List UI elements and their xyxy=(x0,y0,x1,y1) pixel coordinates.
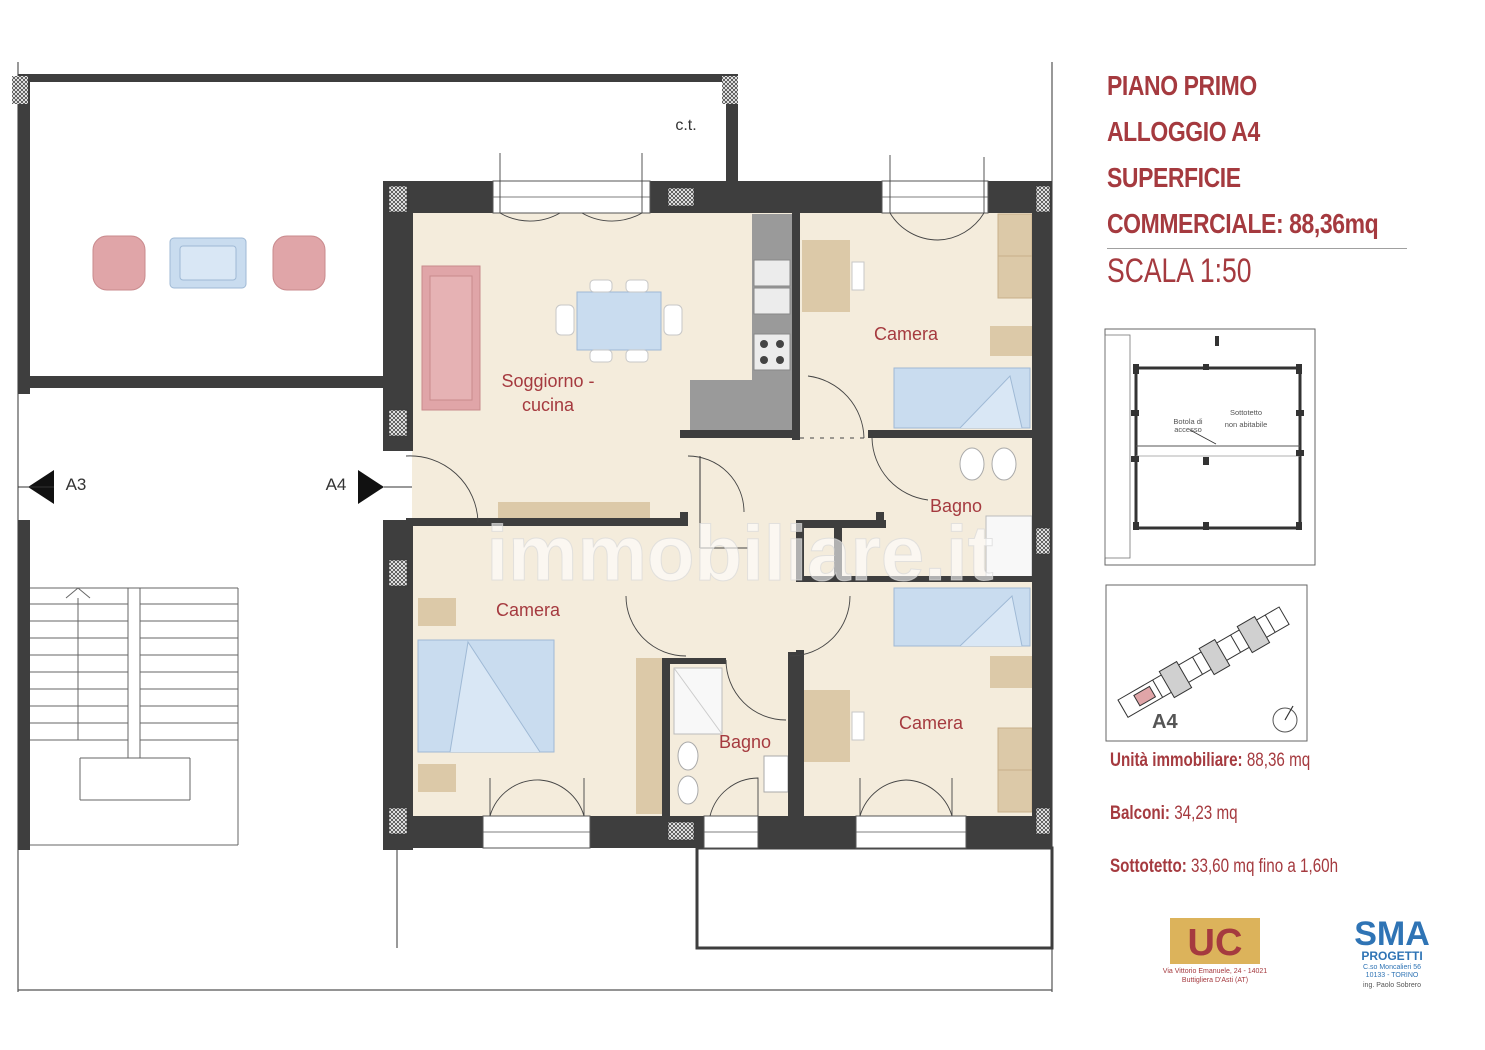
section-label-right-1: Sottotetto xyxy=(1230,408,1262,417)
title-line-1: PIANO PRIMO xyxy=(1107,70,1257,101)
hob xyxy=(753,333,791,371)
section-label-right-2: non abitabile xyxy=(1225,420,1268,429)
uc-address-1: Via Vittorio Emanuele, 24 - 14021 xyxy=(1162,968,1268,975)
section-label-left-2: accesso xyxy=(1174,425,1202,434)
unit-label-a4: A4 xyxy=(326,475,347,494)
balcony-bottom xyxy=(396,846,1054,950)
sma-logo-text-1: SMA xyxy=(1354,915,1430,953)
title-line-4: COMMERCIALE: 88,36mq xyxy=(1107,208,1379,239)
stat-unita-label: Unità immobiliare: xyxy=(1110,750,1243,771)
window-lines xyxy=(483,196,988,833)
room-camera-w-label: Camera xyxy=(496,600,561,620)
sma-address-1: C.so Moncalieri 56 xyxy=(1363,964,1421,971)
watermark: immobiliare.it xyxy=(486,509,993,597)
scale-label: SCALA 1:50 xyxy=(1107,252,1252,290)
stat-sottotetto-value: 33,60 mq fino a 1,60h xyxy=(1191,856,1339,877)
columns xyxy=(388,185,1051,841)
stat-balconi-value: 34,23 mq xyxy=(1174,803,1238,824)
room-bagno-s-label: Bagno xyxy=(719,732,771,752)
stat-balconi: Balconi: 34,23 mq xyxy=(1110,803,1238,825)
room-living-label-1: Soggiorno - xyxy=(501,371,594,391)
room-camera-ne-label: Camera xyxy=(874,324,939,344)
title-line-2: ALLOGGIO A4 xyxy=(1107,116,1260,147)
key-plan-label: A4 xyxy=(1152,711,1178,733)
unit-markers xyxy=(18,470,412,504)
key-plan: A4 xyxy=(1105,584,1308,742)
room-bagno-e-label: Bagno xyxy=(930,496,982,516)
furniture xyxy=(417,213,1033,814)
stat-unita: Unità immobiliare: 88,36 mq xyxy=(1110,750,1310,772)
sma-address-2: 10133 - TORINO xyxy=(1365,972,1419,979)
title-rule xyxy=(1107,248,1407,249)
door-swings xyxy=(405,153,985,817)
sma-logo-text-2: PROGETTI xyxy=(1361,949,1422,963)
stat-balconi-label: Balconi: xyxy=(1110,803,1170,824)
uc-logo-text: UC xyxy=(1188,922,1243,964)
title-line-3: SUPERFICIE xyxy=(1107,162,1241,193)
stat-unita-value: 88,36 mq xyxy=(1246,750,1311,771)
section-label-left-1: Botola di xyxy=(1173,417,1203,426)
room-ct-label: c.t. xyxy=(675,117,696,134)
uc-logo-mark xyxy=(1170,918,1260,964)
logos: UC SMA PROGETTI xyxy=(1170,915,1430,964)
uc-address-2: Buttigliera D'Asti (AT) xyxy=(1181,977,1249,984)
section-plan: Botola di accesso Sottotetto non abitabi… xyxy=(1104,328,1316,566)
stairwell xyxy=(18,520,239,850)
dining-table xyxy=(576,291,662,351)
stat-sottotetto: Sottotetto: 33,60 mq fino a 1,60h xyxy=(1110,856,1338,878)
stat-sottotetto-label: Sottotetto: xyxy=(1110,856,1187,877)
unit-label-a3: A3 xyxy=(66,475,87,494)
room-camera-se-label: Camera xyxy=(899,713,964,733)
arrow-a4 xyxy=(358,470,384,504)
outdoor-chair-left xyxy=(92,235,146,291)
outdoor-chair-right xyxy=(272,235,326,291)
room-living-label-2: cucina xyxy=(522,395,575,415)
terrace-top xyxy=(12,74,738,394)
sma-engineer: ing. Paolo Sobrero xyxy=(1363,982,1421,989)
north-arrow-icon xyxy=(1272,707,1298,733)
